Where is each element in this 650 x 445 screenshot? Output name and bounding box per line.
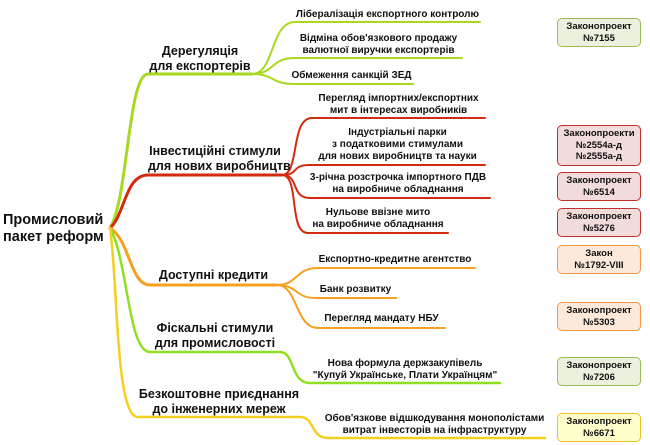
leaf-label: Перегляд імпортних/експортних xyxy=(318,93,479,104)
badge-line: Законопроект xyxy=(566,21,632,32)
leaf-item: Перегляд мандату НБУ xyxy=(318,313,445,325)
leaf-label: Експортно-кредитне агентство xyxy=(318,254,472,265)
branch-fiscal: Фіскальні стимули для промисловості xyxy=(150,321,280,351)
badge-line: Законопроекти xyxy=(563,128,635,139)
badge-line: Законопроект xyxy=(566,305,632,316)
branch-label: Доступні кредити xyxy=(158,268,269,282)
leaf-label: на виробниче обладнання xyxy=(332,184,464,195)
branch-label: для нових виробництв xyxy=(148,159,291,173)
branch-label: для експортерів xyxy=(149,59,251,73)
root-node: Промисловий пакет реформ xyxy=(3,212,104,246)
branch-label: Дерегуляція xyxy=(161,44,239,58)
leaf-label: для нових виробництв та науки xyxy=(318,151,477,162)
leaf-label: Відміна обов'язкового продажу xyxy=(299,33,458,44)
leaf-label: Нова формула держзакупівель xyxy=(327,358,483,369)
badge-line: №5303 xyxy=(583,316,615,328)
badge-line: Законопроект xyxy=(566,175,632,186)
branch-investment: Інвестиційні стимули для нових виробницт… xyxy=(148,144,291,174)
branch-label: до інженерних мереж xyxy=(152,402,286,416)
badge-line: №7206 xyxy=(583,371,615,383)
leaf-label: Нульове ввізне мито xyxy=(325,207,431,218)
badge-line: Законопроект xyxy=(566,360,632,371)
leaf-label: витрат інвесторів на інфраструктуру xyxy=(342,425,527,436)
badge-line: Закон xyxy=(585,248,613,259)
leaf-label: Індустріальні парки xyxy=(348,127,447,138)
branch-line-deregulation xyxy=(108,72,254,230)
branch-label: для промисловості xyxy=(154,336,276,350)
branch-line-connection xyxy=(108,226,547,440)
branch-label: Інвестиційні стимули xyxy=(149,144,281,158)
leaf-label: Банк розвитку xyxy=(319,284,392,295)
badge-line: №1792-VIII xyxy=(574,259,624,271)
leaf-label: валютної виручки експортерів xyxy=(302,45,455,56)
badge-line: Законопроект xyxy=(566,211,632,222)
leaf-label: на виробниче обладнання xyxy=(312,219,444,230)
branch-label: Фіскальні стимули xyxy=(156,321,274,335)
branch-line-investment xyxy=(108,173,284,230)
leaf-item: Банк розвитку xyxy=(315,284,396,296)
leaf-item: Лібералізація експортного контролю xyxy=(295,9,480,21)
branch-credits: Доступні кредити xyxy=(150,268,277,283)
leaf-label: 3-річна розстрочка імпортного ПДВ xyxy=(309,172,487,183)
branch-label: Безкоштовне приєднання xyxy=(138,387,300,401)
badge-line: №6671 xyxy=(583,427,615,439)
leaf-item: Обмеження санкцій ЗЕД xyxy=(290,70,413,82)
leaf-label: Перегляд мандату НБУ xyxy=(324,313,439,324)
branch-line-fiscal xyxy=(108,226,502,385)
root-line2: пакет реформ xyxy=(3,229,104,245)
leaf-item: Експортно-кредитне агентство xyxy=(315,254,475,266)
leaf-label: мит в інтересах виробників xyxy=(329,105,468,116)
badge-line: №2554а-д xyxy=(575,139,623,151)
root-line1: Промисловий xyxy=(3,212,104,228)
leaf-item: Нова формула держзакупівель"Купуй Україн… xyxy=(310,358,500,382)
badge-line: №2555а-д xyxy=(575,151,623,162)
leaf-label: Обов'язкове відшкодування монополістами xyxy=(324,413,545,424)
branch-deregulation: Дерегуляція для експортерів xyxy=(148,44,252,74)
badge-line: №5276 xyxy=(583,222,615,234)
leaf-label: з податковими стимулами xyxy=(332,139,463,150)
badge-line: Законопроект xyxy=(566,416,632,427)
branch-connection: Безкоштовне приєднання до інженерних мер… xyxy=(138,387,300,417)
leaf-label: Лібералізація експортного контролю xyxy=(295,9,480,20)
branch-line-credits xyxy=(108,226,279,287)
badge-line: №6514 xyxy=(583,186,615,198)
badge-line: №7155 xyxy=(583,32,615,44)
leaf-label: "Купуй Українське, Плати Українцям" xyxy=(312,370,498,381)
leaf-label: Обмеження санкцій ЗЕД xyxy=(291,70,412,81)
